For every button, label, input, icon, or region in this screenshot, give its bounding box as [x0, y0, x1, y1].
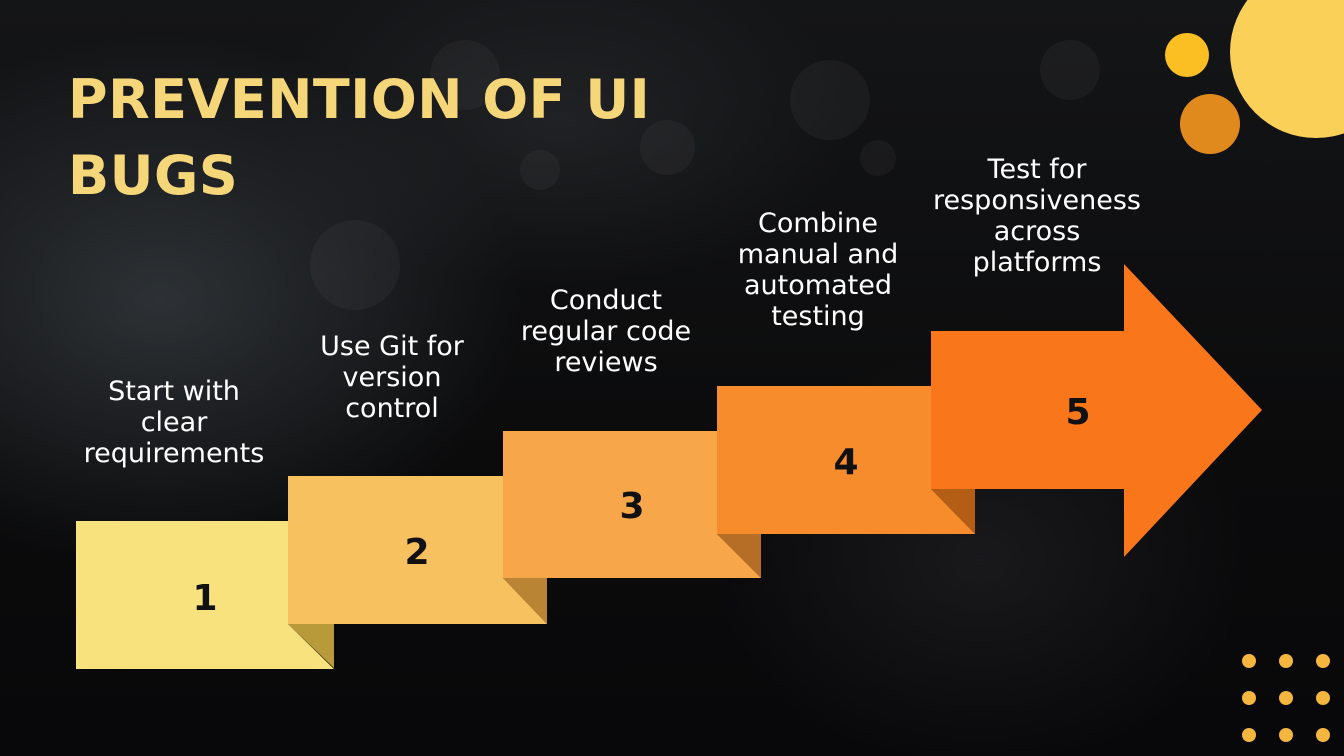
- dot: [1242, 691, 1256, 705]
- step-1-block: [76, 521, 288, 669]
- dot: [1279, 728, 1293, 742]
- step-1-label: Start with clear requirements: [83, 376, 265, 469]
- step-2-block: [288, 476, 503, 624]
- step-5-number: 5: [1065, 392, 1090, 433]
- step-5-label: Test for responsiveness across platforms: [933, 154, 1141, 278]
- step-3: 3: [503, 431, 761, 578]
- dot: [1279, 691, 1293, 705]
- background-light: [860, 140, 896, 176]
- dot: [1279, 654, 1293, 668]
- background-light: [310, 220, 400, 310]
- background-light: [790, 60, 870, 140]
- step-1-fold: [288, 624, 334, 669]
- background-light: [1040, 40, 1100, 100]
- decorative-dot-grid: [1242, 654, 1334, 746]
- background-light: [430, 40, 500, 110]
- step-5: 5: [931, 264, 1262, 557]
- dot: [1316, 691, 1330, 705]
- dot: [1242, 728, 1256, 742]
- step-2-number: 2: [404, 532, 429, 573]
- slide-title: PREVENTION OF UI BUGS: [68, 68, 651, 207]
- step-2: 2: [288, 476, 547, 624]
- dot: [1242, 654, 1256, 668]
- step-1-fold-shadow: [288, 624, 334, 668]
- step-3-block: [503, 431, 717, 578]
- step-4-label: Combine manual and automated testing: [737, 208, 899, 332]
- step-4-block: [717, 386, 931, 534]
- step-3-number: 3: [619, 486, 644, 527]
- step-4-number: 4: [833, 442, 858, 483]
- step-3-fold: [717, 534, 761, 578]
- decorative-circle-small: [1165, 33, 1209, 77]
- step-2-fold: [503, 578, 547, 624]
- background-light: [640, 120, 695, 175]
- step-1-number: 1: [192, 578, 217, 619]
- step-2-label: Use Git for version control: [320, 331, 464, 424]
- dot: [1316, 654, 1330, 668]
- step-1: 1: [76, 521, 334, 669]
- background-light: [520, 150, 560, 190]
- decorative-circle-medium: [1180, 94, 1240, 154]
- step-5-arrow: [931, 264, 1262, 557]
- step-4: 4: [717, 386, 975, 534]
- dot: [1316, 728, 1330, 742]
- step-4-fold: [931, 489, 975, 534]
- step-3-label: Conduct regular code reviews: [520, 285, 692, 378]
